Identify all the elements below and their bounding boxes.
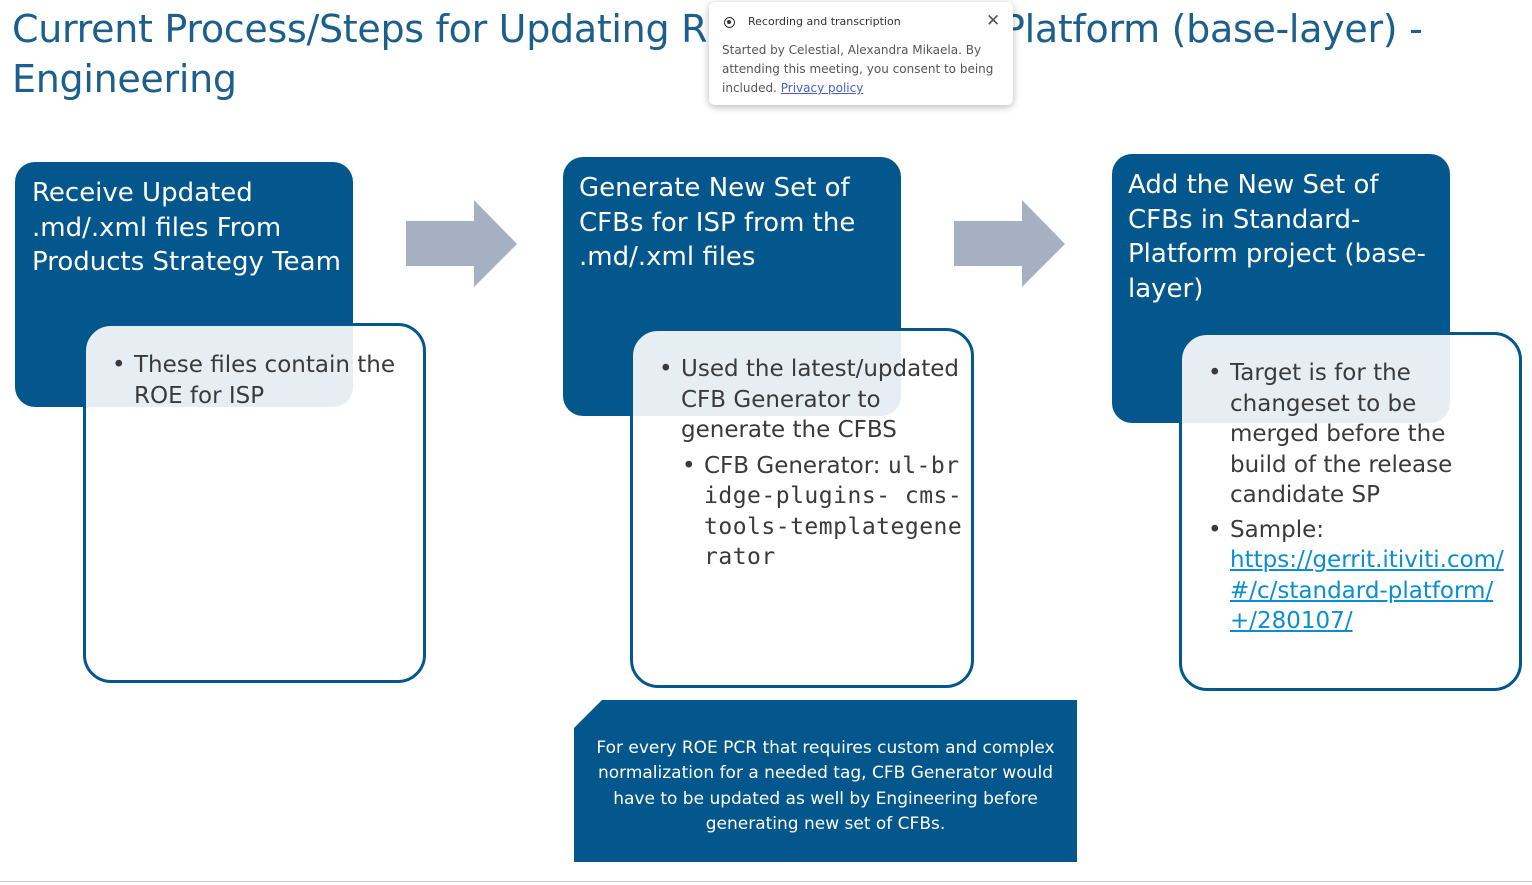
bottom-divider (0, 881, 1532, 882)
recording-indicator-icon (724, 17, 735, 28)
step-1-bullet: These files contain the ROE for ISP (112, 350, 413, 411)
close-icon[interactable]: ✕ (986, 11, 1001, 31)
gerrit-changeset-link[interactable]: https://gerrit.itiviti.com/#/c/standard-… (1230, 547, 1504, 634)
step-2-heading: Generate New Set of CFBs for ISP from th… (579, 173, 856, 272)
step-2-details-box: Used the latest/updated CFB Generator to… (630, 328, 974, 688)
step-2-sub-bullet: CFB Generator: ul-bridge-plugins- cms-to… (682, 451, 963, 573)
slide-title-line-2: Engineering (12, 57, 237, 101)
recording-notification-title: Recording and transcription (748, 15, 901, 28)
step-3-bullet-list: Target is for the changeset to be merged… (1208, 358, 1509, 637)
step-3-details-box: Target is for the changeset to be merged… (1179, 332, 1522, 691)
step-2-header-box: Generate New Set of CFBs for ISP from th… (563, 157, 901, 416)
recording-notification: Recording and transcription ✕ Started by… (709, 2, 1013, 105)
step-1-bullet-list: These files contain the ROE for ISP (112, 350, 413, 411)
step-1-heading: Receive Updated .md/.xml files From Prod… (32, 178, 341, 277)
arrow-right-icon (954, 200, 1065, 287)
step-2-bullet-list: Used the latest/updated CFB Generator to… (659, 354, 963, 573)
engineering-note: For every ROE PCR that requires custom a… (574, 700, 1077, 862)
step-3-sample-bullet: Sample: https://gerrit.itiviti.com/#/c/s… (1208, 515, 1509, 637)
privacy-policy-link[interactable]: Privacy policy (780, 81, 864, 95)
cfb-generator-repo-name: ul-bridge-plugins- cms-tools-templategen… (704, 452, 963, 571)
arrow-right-icon (406, 200, 517, 287)
cfb-generator-label: CFB Generator: (704, 452, 888, 479)
step-2-bullet: Used the latest/updated CFB Generator to… (659, 354, 963, 446)
recording-notification-body: Started by Celestial, Alexandra Mikaela.… (722, 41, 1002, 98)
step-3-heading: Add the New Set of CFBs in Standard-Plat… (1128, 170, 1426, 304)
sample-label: Sample: (1230, 516, 1324, 543)
step-1-details-box: These files contain the ROE for ISP (83, 323, 426, 683)
step-3-bullet: Target is for the changeset to be merged… (1208, 358, 1509, 511)
recording-consent-text: Started by Celestial, Alexandra Mikaela.… (722, 43, 994, 95)
